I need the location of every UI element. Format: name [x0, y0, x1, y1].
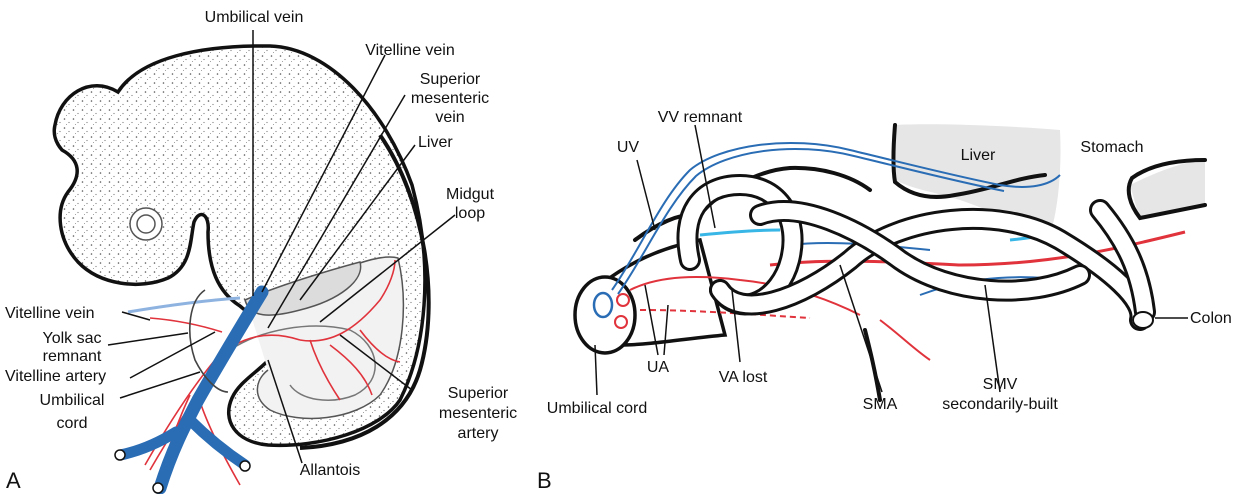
label-vitelline-vein-left: Vitelline vein	[5, 305, 95, 322]
label-superior-mesenteric-vein-1: Superior	[420, 71, 481, 88]
label-sma: SMA	[863, 396, 898, 413]
label-midgut-1: Midgut	[446, 186, 495, 203]
label-yolk-sac-2: remnant	[43, 348, 102, 365]
vessel-end-icon	[240, 461, 250, 471]
panel-b: VV remnant UV Liver Stomach Colon UA VA …	[537, 109, 1232, 493]
label-midgut-2: loop	[455, 205, 485, 222]
uv-cross-section-icon	[594, 293, 612, 317]
label-colon: Colon	[1190, 310, 1232, 327]
label-stomach: Stomach	[1080, 139, 1143, 156]
ua-cross-section-icon	[617, 294, 629, 306]
label-vitelline-artery: Vitelline artery	[5, 368, 106, 385]
label-sma-3: artery	[458, 425, 499, 442]
label-superior-mesenteric-vein-2: mesenteric	[411, 90, 489, 107]
label-ua: UA	[647, 359, 670, 376]
panel-letter-a: A	[6, 468, 21, 493]
vitelline-vein-a	[128, 298, 240, 312]
label-sma-2: mesenteric	[439, 405, 517, 422]
bowel-loops-b	[687, 185, 1145, 320]
label-superior-mesenteric-vein-3: vein	[435, 109, 464, 126]
label-vitelline-vein-top: Vitelline vein	[365, 42, 455, 59]
label-vv-remnant: VV remnant	[658, 109, 743, 126]
label-uv: UV	[617, 139, 640, 156]
vessel-end-icon	[153, 483, 163, 493]
label-umbilical-cord-b: Umbilical cord	[547, 400, 647, 417]
label-smv-2: secondarily-built	[942, 396, 1058, 413]
eye-icon	[130, 208, 162, 240]
label-sma-1: Superior	[448, 385, 509, 402]
label-yolk-sac-1: Yolk sac	[43, 330, 102, 347]
label-umbilical-cord-1: Umbilical	[40, 392, 105, 409]
panel-a: Umbilical vein Vitelline vein Superior m…	[5, 9, 517, 493]
label-liver-a: Liver	[418, 134, 453, 151]
label-liver-b: Liver	[961, 147, 996, 164]
ua-cross-section-icon-2	[615, 316, 627, 328]
label-umbilical-vein: Umbilical vein	[205, 9, 304, 26]
vessel-end-icon	[115, 450, 125, 460]
label-umbilical-cord-2: cord	[56, 415, 87, 432]
label-allantois: Allantois	[300, 462, 360, 479]
label-smv-1: SMV	[983, 376, 1018, 393]
panel-letter-b: B	[537, 468, 552, 493]
colon-end-icon	[1133, 312, 1153, 328]
label-va-lost: VA lost	[719, 369, 768, 386]
